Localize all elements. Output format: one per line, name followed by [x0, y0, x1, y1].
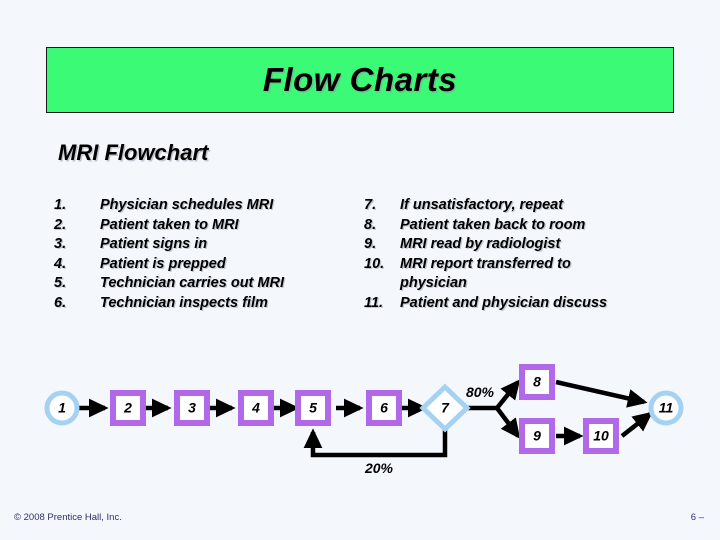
list-item-label: Patient signs in — [100, 236, 208, 253]
footer-page-number: 6 – — [690, 512, 704, 523]
flow-node-4[interactable]: 4 — [238, 390, 274, 426]
list-item: 5. Technician carries out MRI — [54, 274, 354, 294]
list-item-label: Physician schedules MRI — [100, 197, 274, 213]
connector-10-to-11 — [620, 411, 653, 438]
flowchart-diagram: 1 2 3 4 5 6 — [0, 352, 720, 492]
list-item-number: 2. — [54, 216, 67, 233]
list-item: 2. Patient taken to MRI — [54, 216, 354, 236]
flow-node-4-label: 4 — [251, 400, 260, 416]
flow-node-6-label: 6 — [380, 400, 388, 416]
list-item-label: MRI report transferred to — [400, 255, 571, 272]
connector-7-to-5-loop — [303, 428, 448, 458]
list-item: 7. If unsatisfactory, repeat — [364, 196, 684, 216]
flow-node-7-label: 7 — [441, 400, 450, 416]
flow-node-1-label: 1 — [58, 400, 66, 416]
list-item: 1. Physician schedules MRI — [54, 196, 354, 216]
flow-node-3[interactable]: 3 — [174, 390, 210, 426]
flow-node-11-label: 11 — [659, 400, 674, 416]
flow-node-1[interactable]: 1 — [44, 390, 80, 426]
list-item-label: Patient taken back to room — [400, 216, 586, 233]
flow-node-10-label: 10 — [593, 428, 609, 444]
list-item-number: 5. — [54, 275, 67, 292]
flow-node-5-label: 5 — [309, 400, 317, 416]
list-item-number: 10. — [364, 255, 385, 272]
edge-label-80-percent: 80% — [466, 384, 495, 400]
list-item-label: physician — [400, 275, 467, 292]
list-item-number: 6. — [54, 294, 67, 311]
flow-node-9-label: 9 — [533, 428, 541, 444]
connector-7-to-9 — [495, 406, 521, 439]
list-item-label: Patient and physician discuss — [400, 294, 608, 311]
flow-node-8-label: 8 — [533, 374, 541, 390]
list-item-label: Patient taken to MRI — [100, 216, 239, 233]
flow-node-5[interactable]: 5 — [295, 390, 331, 426]
steps-list-left: 1. Physician schedules MRI 2. Patient ta… — [54, 196, 354, 314]
list-item-continuation: physician — [364, 274, 684, 294]
flow-node-11[interactable]: 11 — [648, 390, 684, 426]
list-item: 6. Technician inspects film — [54, 294, 354, 314]
list-item: 10. MRI report transferred to — [364, 255, 684, 275]
list-item-number: 7. — [364, 197, 377, 213]
list-item-number: 4. — [54, 255, 67, 272]
connector-7-to-8 — [495, 379, 521, 410]
edge-label-20-percent: 20% — [364, 460, 394, 476]
flow-node-8[interactable]: 8 — [519, 364, 555, 400]
flow-node-7[interactable]: 7 — [419, 383, 471, 433]
list-item: 9. MRI read by radiologist — [364, 235, 684, 255]
list-item-label: Patient is prepped — [100, 255, 226, 272]
flow-node-6[interactable]: 6 — [366, 390, 402, 426]
list-item-label: Technician inspects film — [100, 294, 268, 311]
steps-list-right: 7. If unsatisfactory, repeat 8. Patient … — [364, 196, 684, 314]
list-item: 11. Patient and physician discuss — [364, 294, 684, 314]
footer-copyright: © 2008 Prentice Hall, Inc. — [14, 512, 122, 523]
flow-node-10[interactable]: 10 — [583, 418, 619, 454]
page-title: Flow Charts — [262, 61, 458, 98]
list-item: 3. Patient signs in — [54, 235, 354, 255]
list-item-number: 9. — [364, 236, 377, 253]
list-item-number: 1. — [54, 197, 67, 213]
flow-node-2-label: 2 — [123, 400, 132, 416]
flow-node-3-label: 3 — [188, 400, 196, 416]
flow-node-2[interactable]: 2 — [110, 390, 146, 426]
list-item: 8. Patient taken back to room — [364, 216, 684, 236]
list-item-number: 11. — [364, 294, 384, 311]
flow-node-9[interactable]: 9 — [519, 418, 555, 454]
list-item-number: 8. — [364, 216, 377, 233]
list-item-label: Technician carries out MRI — [100, 275, 284, 292]
slide-subtitle: MRI Flowchart — [58, 140, 209, 165]
list-item: 4. Patient is prepped — [54, 255, 354, 275]
list-item-label: MRI read by radiologist — [400, 236, 561, 253]
list-item-number: 3. — [54, 236, 67, 253]
slide-title-bar: Flow Charts — [46, 47, 674, 113]
list-item-label: If unsatisfactory, repeat — [400, 197, 564, 213]
connector-8-to-11 — [555, 379, 648, 408]
